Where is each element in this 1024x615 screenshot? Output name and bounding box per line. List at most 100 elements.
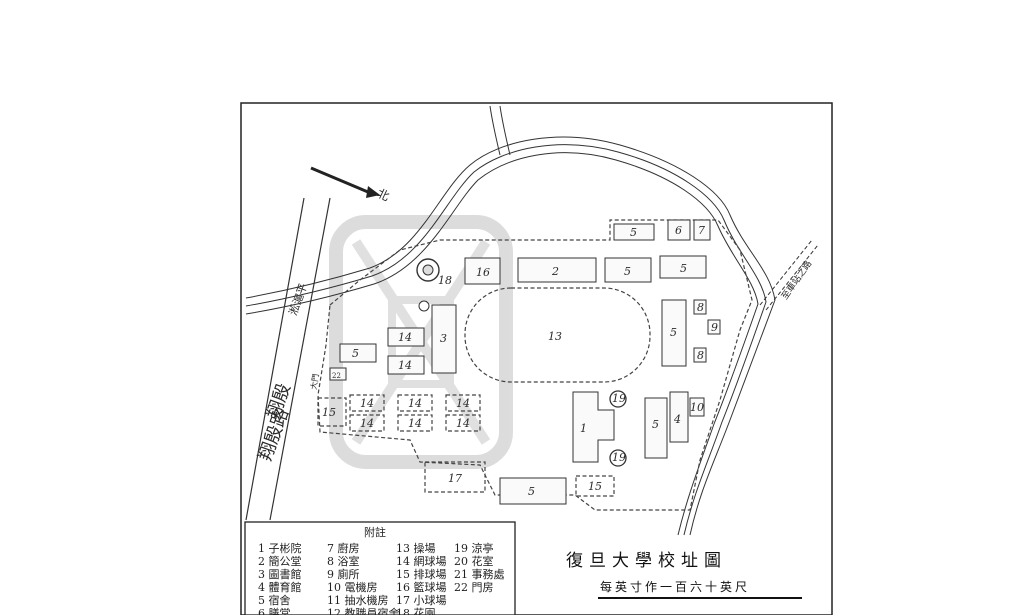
bldg-5-c [613,223,655,241]
legend-item: 3 圖書館 [258,567,302,581]
garden-18-north-inner [422,264,434,276]
legend-item: 8 浴室 [327,554,360,568]
station-road [759,239,819,311]
label-2: 2 [551,265,559,278]
label-7: 7 [698,224,705,237]
label-13: 13 [548,330,562,343]
campus-boundary [317,219,753,511]
gate-house [329,367,347,381]
bldg-5-east-a [661,299,687,367]
court-14-2 [349,414,385,432]
bldg-14-b [387,355,425,375]
label-19-b: 19 [612,451,626,464]
label-14-5: 14 [456,397,470,410]
main-road [245,197,331,521]
label-10: 10 [690,401,704,414]
legend-item: 1 子彬院 [258,541,302,555]
label-15-b: 15 [588,480,602,493]
label-9: 9 [711,321,718,334]
bldg-5-a [604,257,652,283]
legend-item: 14 網球場 [396,554,447,568]
court-15-west [317,397,347,427]
legend-item: 15 排球場 [396,567,447,581]
legend-item: 7 廚房 [327,541,360,555]
pavilion-19-north [609,390,627,408]
legend-box [244,521,516,615]
legend-item: 18 花園 [396,607,436,615]
court-14-1 [349,394,385,412]
bldg-16 [464,257,501,285]
label-5-east-b: 5 [652,418,659,431]
label-5-south: 5 [528,485,535,498]
label-5-c: 5 [630,226,637,239]
label-8-a: 8 [697,301,704,314]
label-17: 17 [448,472,462,485]
bldg-4-gym [669,391,689,443]
north-arrow [310,166,380,198]
court-14-5 [445,394,481,412]
bldg-8-a [693,299,707,315]
legend-item: 22 門房 [454,581,494,594]
legend-item: 12 教職員宿舍 [327,606,400,615]
bldg-7 [693,219,711,241]
label-5-b: 5 [680,262,687,275]
bldg-5-south [499,477,567,505]
legend-item: 20 花室 [454,554,494,568]
label-19-a: 19 [612,392,626,405]
label-8-b: 8 [697,349,704,362]
legend-item: 9 廁所 [327,567,360,581]
bldg-2 [517,257,597,283]
bldg-5-east-b [644,397,668,459]
label-14-4: 14 [408,417,422,430]
label-5-east-a: 5 [670,326,677,339]
label-4: 4 [673,413,681,426]
bldg-9 [707,319,721,335]
legend-item: 16 籃球場 [396,580,447,594]
legend-item: 2 簡公堂 [258,554,302,568]
gate-label: 大門 [308,373,321,390]
label-14-a: 14 [398,331,412,344]
label-15-a: 15 [322,406,336,419]
bldg-8-b [693,347,707,363]
label-5-a: 5 [624,265,631,278]
legend-title: 附註 [364,525,386,539]
court-14-6 [445,414,481,432]
legend-item: 6 膳堂 [258,606,291,615]
label-18-a: 18 [438,274,452,287]
bldg-14-a [387,327,425,347]
legend-item: 13 操場 [396,541,436,555]
label-14-6: 14 [456,417,470,430]
bldg-1-main-hall [572,391,615,463]
court-15-south [575,475,615,497]
legend-item: 21 事務處 [454,567,505,581]
map-scale: 每英寸作一百六十英尺 [600,579,750,594]
label-1: 1 [580,422,587,435]
legend-item: 5 宿舍 [258,593,291,607]
court-14-4 [397,414,433,432]
athletic-field-track [464,287,651,383]
label-6: 6 [675,224,682,237]
pavilion-19-south [609,449,627,467]
legend-item: 17 小球場 [396,593,447,607]
garden-small [418,300,430,312]
north-label: 北 [375,186,392,204]
label-14-2: 14 [360,417,374,430]
bldg-3-library [431,304,457,374]
label-3: 3 [440,332,447,345]
bldg-6 [667,219,691,241]
court-17 [424,461,486,493]
gate-num-label: 22 [332,372,341,380]
bldg-5-b [659,255,707,279]
label-14-1: 14 [360,397,374,410]
bldg-5-west [339,343,377,363]
court-14-3 [397,394,433,412]
label-16: 16 [476,266,490,279]
bldg-10 [689,397,705,417]
map-title: 復旦大學校址圖 [566,551,727,571]
legend-item: 10 電機房 [327,580,378,594]
legend-item: 19 涼亭 [454,541,494,555]
legend-item: 4 體育館 [258,580,302,594]
legend-item: 11 抽水機房 [327,593,389,607]
